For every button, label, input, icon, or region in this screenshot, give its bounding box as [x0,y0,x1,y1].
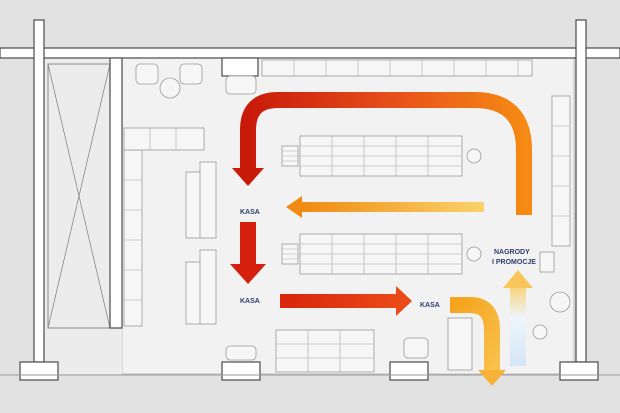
checkout-label-3: KASA [420,302,440,309]
shelf-lines [124,60,570,372]
flow-arrow-top-loop [240,92,532,215]
storage-cross-2 [47,63,111,329]
flow-arrowhead-exit [478,370,506,386]
checkout-label-2: KASA [240,298,260,305]
end-cap-grid [282,150,298,260]
walls [0,19,620,381]
checkout-label-1: KASA [240,209,260,216]
flow-arrowhead-middle [286,196,302,218]
flow-arrow-left-shaft [240,222,256,266]
rewards-promotions-label-line2: I PROMOCJE [492,259,536,266]
flow-arrowhead-left [230,264,266,284]
flow-arrow-low-shaft [280,294,398,308]
flow-arrowhead-low [396,286,412,316]
flow-arrow-middle-shaft [300,202,484,212]
flow-arrow-exit [450,297,500,370]
flow-arrowhead-entrance [503,270,533,288]
flow-arrow-entrance-shaft [510,286,526,366]
rewards-promotions-label-line1: NAGRODY [494,249,530,256]
flow-arrowhead-top [232,168,264,186]
